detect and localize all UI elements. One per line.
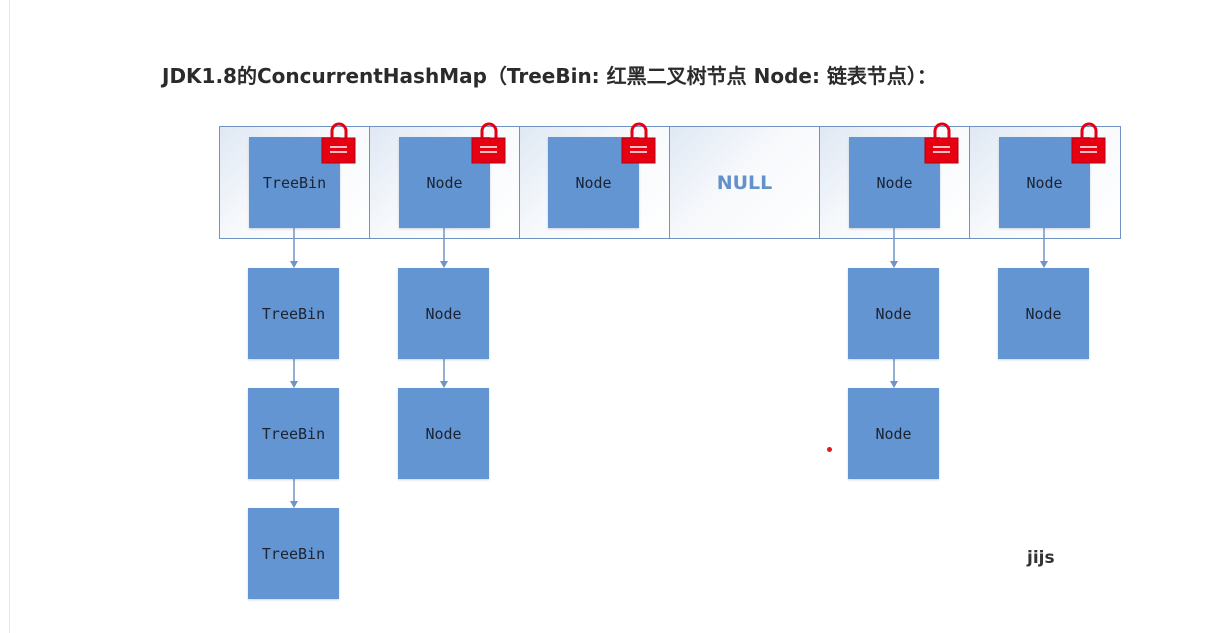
lock-icon xyxy=(621,122,656,164)
chain-4-node-1: Node xyxy=(848,268,939,359)
lock-icon xyxy=(1071,122,1106,164)
chain-node-label: Node xyxy=(875,424,912,443)
chain-0-node-2: TreeBin xyxy=(248,388,339,479)
chain-node-label: Node xyxy=(425,424,462,443)
chain-4-node-2: Node xyxy=(848,388,939,479)
heading-suffix: ）： xyxy=(906,64,937,88)
heading-node-desc: 链表节点 xyxy=(826,64,907,88)
bucket-3: NULL xyxy=(670,127,820,238)
bucket-4-label: Node xyxy=(876,173,913,192)
bucket-2-label: Node xyxy=(575,173,612,192)
lock-icon xyxy=(924,122,959,164)
page-heading: JDK1.8的ConcurrentHashMap（TreeBin: 红黑二叉树节… xyxy=(162,60,937,92)
heading-treebin-desc: 红黑二叉树节点 xyxy=(606,64,747,88)
chain-node-label: Node xyxy=(1025,304,1062,323)
lock-icon xyxy=(321,122,356,164)
chain-0-node-1: TreeBin xyxy=(248,268,339,359)
chain-1-node-1: Node xyxy=(398,268,489,359)
heading-prefix: JDK1.8的ConcurrentHashMap（TreeBin: xyxy=(162,64,607,88)
page-left-border xyxy=(9,0,10,633)
bucket-3-null-label: NULL xyxy=(716,171,773,194)
watermark-text: jijs xyxy=(1027,548,1055,568)
bucket-5-label: Node xyxy=(1026,173,1063,192)
bucket-1: Node xyxy=(370,127,520,238)
bucket-2: Node xyxy=(520,127,670,238)
bucket-1-label: Node xyxy=(426,173,463,192)
chain-node-label: TreeBin xyxy=(261,304,326,323)
chain-node-label: Node xyxy=(875,304,912,323)
bucket-0-label: TreeBin xyxy=(262,173,327,192)
lock-icon xyxy=(471,122,506,164)
chain-1-node-2: Node xyxy=(398,388,489,479)
chain-5-node-1: Node xyxy=(998,268,1089,359)
heading-middle: Node: xyxy=(746,64,827,88)
red-dot-marker xyxy=(827,447,832,452)
chain-node-label: Node xyxy=(425,304,462,323)
chain-0-node-3: TreeBin xyxy=(248,508,339,599)
chain-node-label: TreeBin xyxy=(261,544,326,563)
chain-node-label: TreeBin xyxy=(261,424,326,443)
